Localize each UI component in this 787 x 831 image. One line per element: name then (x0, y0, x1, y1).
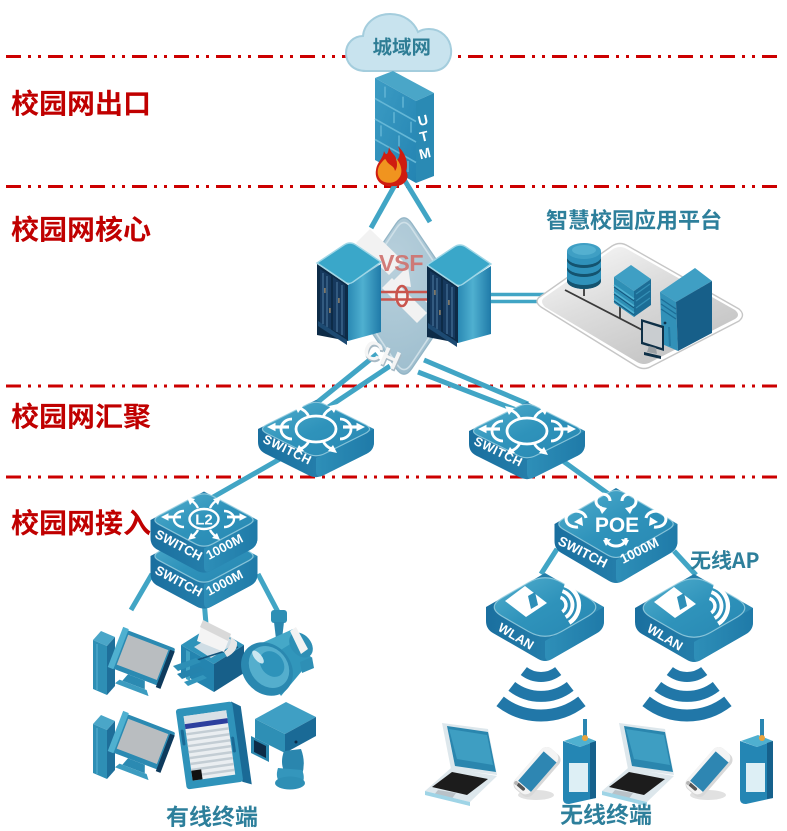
svg-text:M: M (417, 144, 432, 162)
svg-text:POE: POE (595, 514, 639, 537)
svg-text:L2: L2 (195, 512, 213, 529)
svg-text:T: T (418, 127, 430, 145)
svg-text:U: U (416, 111, 429, 129)
svg-text:VSF: VSF (379, 250, 423, 276)
